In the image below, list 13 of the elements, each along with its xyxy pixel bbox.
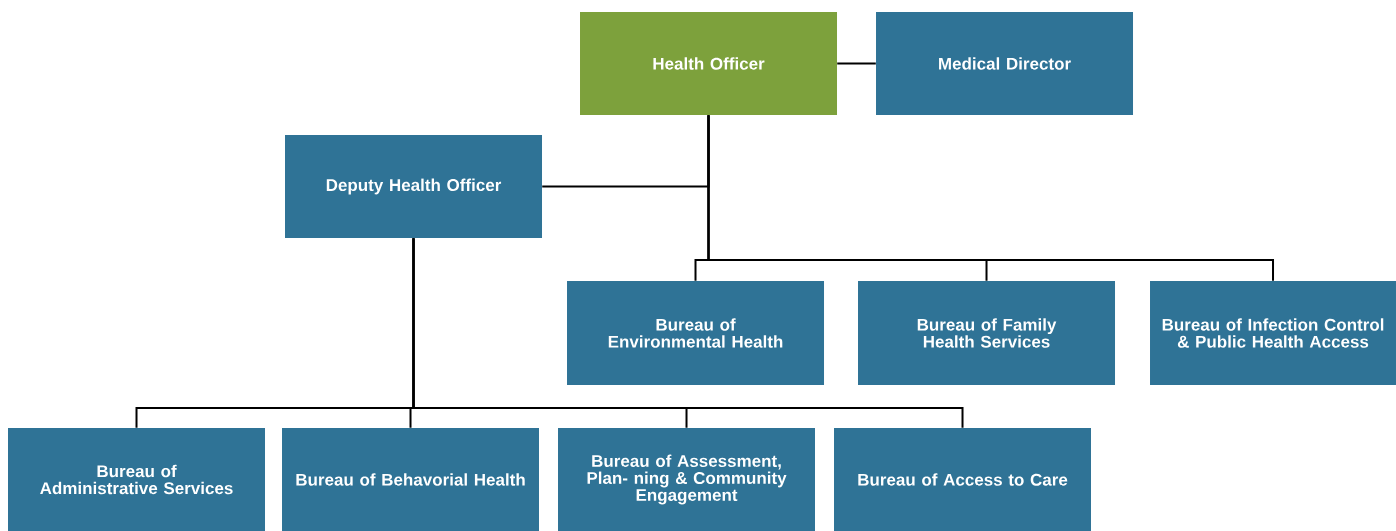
connector-line	[412, 237, 964, 429]
org-box: Bureau of Access to Care	[834, 428, 1091, 531]
connector-line	[707, 114, 1274, 282]
org-box: Bureau of Environmental Health	[567, 281, 824, 385]
org-box: Bureau of Infection Control & Public Health Access	[1150, 281, 1396, 385]
org-box: Bureau of Family Health Services	[858, 281, 1115, 385]
org-box: Medical Director	[876, 12, 1133, 115]
org-box: Bureau of Behavorial Health	[282, 428, 539, 531]
org-box: Bureau of Administrative Services	[8, 428, 265, 531]
org-box: Health Officer	[580, 12, 837, 115]
org-box: Bureau of Assessment, Plan- ning & Community Engagement	[558, 428, 815, 531]
org-box: Deputy Health Officer	[285, 135, 542, 238]
connector-line	[836, 62, 877, 65]
